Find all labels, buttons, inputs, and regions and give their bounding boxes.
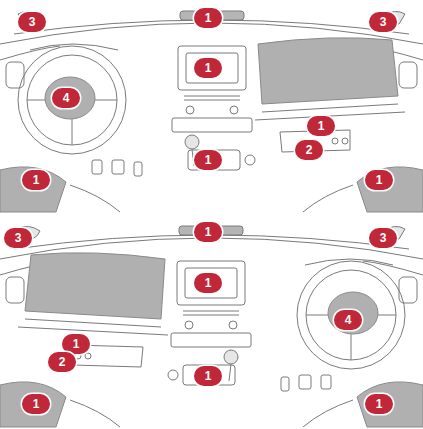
callout-number: 1 bbox=[365, 170, 393, 190]
callout-number: 2 bbox=[295, 140, 323, 160]
callout-number: 4 bbox=[52, 88, 80, 108]
callout-number: 3 bbox=[369, 12, 397, 32]
callout-number: 1 bbox=[194, 58, 222, 78]
callout-number: 3 bbox=[4, 228, 32, 248]
callout-number: 1 bbox=[22, 170, 50, 190]
callout-number: 1 bbox=[194, 150, 222, 170]
callout-number: 1 bbox=[194, 222, 222, 242]
callout-number: 1 bbox=[194, 366, 222, 386]
callout-number: 3 bbox=[18, 12, 46, 32]
callout-number: 1 bbox=[194, 8, 222, 28]
callout-number: 1 bbox=[22, 394, 50, 414]
callout-number: 2 bbox=[48, 352, 76, 372]
callout-number: 1 bbox=[194, 273, 222, 293]
callout-number: 1 bbox=[307, 116, 335, 136]
callout-number: 1 bbox=[365, 394, 393, 414]
callout-number: 3 bbox=[369, 228, 397, 248]
callout-number: 4 bbox=[334, 310, 362, 330]
callout-number: 1 bbox=[62, 334, 90, 354]
